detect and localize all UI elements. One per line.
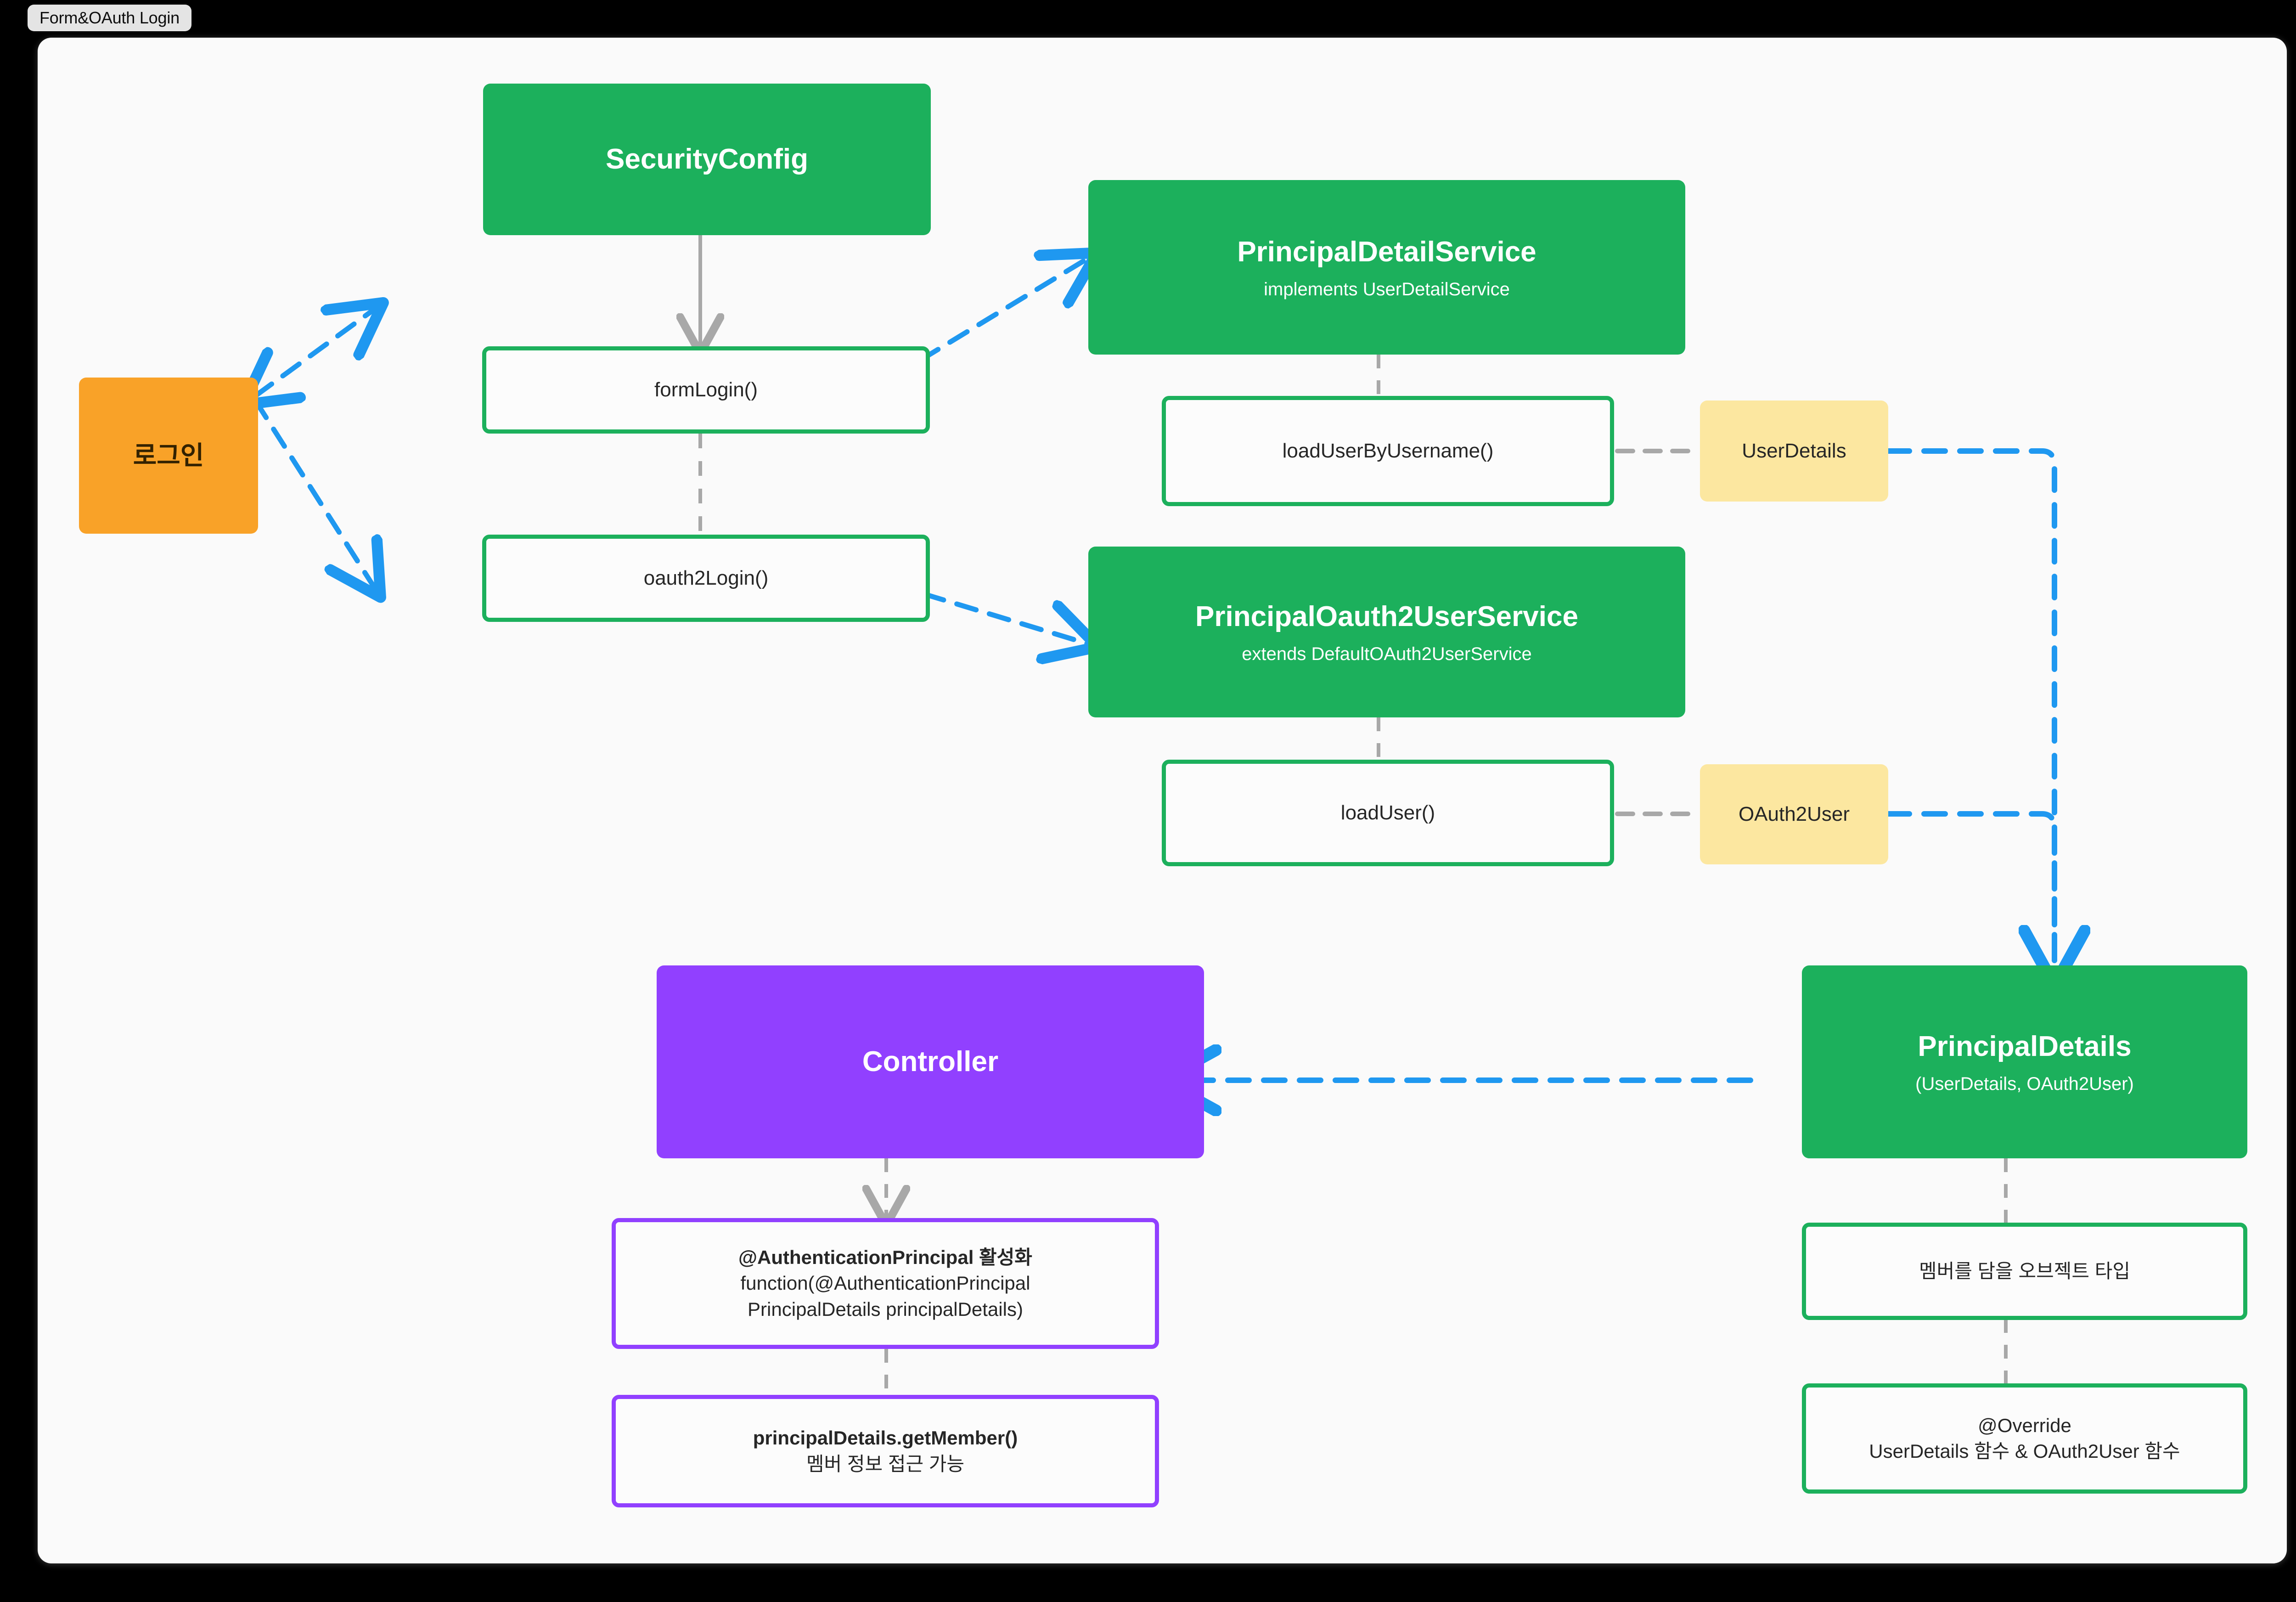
node-override-functions-subtitle: UserDetails 함수 & OAuth2User 함수 — [1869, 1440, 2180, 1462]
window-tab-label: Form&OAuth Login — [39, 8, 180, 27]
node-principal-oauth2-user-service-subtitle: extends DefaultOAuth2UserService — [1242, 643, 1532, 664]
node-principal-oauth2-user-service-title: PrincipalOauth2UserService — [1195, 600, 1578, 632]
node-user-details[interactable]: UserDetails — [1700, 400, 1888, 502]
node-controller[interactable]: Controller — [657, 965, 1204, 1158]
edge-login-to-oauth2login — [253, 398, 375, 589]
node-authentication-principal-line2: PrincipalDetails principalDetails) — [748, 1298, 1023, 1320]
node-get-member-subtitle: 멤버 정보 접근 가능 — [806, 1453, 965, 1475]
node-oauth2-user[interactable]: OAuth2User — [1700, 764, 1888, 864]
node-principal-detail-service-subtitle: implements UserDetailService — [1264, 279, 1510, 299]
node-oauth2-login[interactable]: oauth2Login() — [482, 535, 930, 622]
node-form-login[interactable]: formLogin() — [482, 346, 930, 434]
edge-oauth2user-to-principaldetails — [1885, 811, 2054, 975]
node-security-config[interactable]: SecurityConfig — [483, 84, 931, 235]
node-principal-oauth2-user-service[interactable]: PrincipalOauth2UserService extends Defau… — [1088, 547, 1685, 717]
diagram-canvas[interactable]: 로그인 SecurityConfig formLogin() oauth2Log… — [38, 38, 2287, 1563]
node-authentication-principal-title: @AuthenticationPrincipal 활성화 — [738, 1247, 1032, 1269]
edge-login-to-formlogin — [255, 309, 375, 396]
node-load-user-by-username-title: loadUserByUsername() — [1282, 439, 1494, 462]
node-load-user-by-username[interactable]: loadUserByUsername() — [1162, 396, 1614, 506]
node-override-functions-title: @Override — [1978, 1414, 2071, 1436]
node-load-user-title: loadUser() — [1340, 801, 1435, 824]
node-override-functions[interactable]: @Override UserDetails 함수 & OAuth2User 함수 — [1802, 1383, 2247, 1494]
node-security-config-title: SecurityConfig — [606, 143, 808, 175]
node-load-user[interactable]: loadUser() — [1162, 760, 1614, 866]
node-member-object-type-title: 멤버를 담을 오브젝트 타입 — [1919, 1260, 2131, 1282]
node-principal-details-title: PrincipalDetails — [1918, 1030, 2132, 1062]
node-user-details-title: UserDetails — [1742, 439, 1846, 462]
node-authentication-principal[interactable]: @AuthenticationPrincipal 활성화 function(@A… — [612, 1218, 1159, 1349]
node-form-login-title: formLogin() — [654, 378, 758, 401]
node-principal-detail-service-title: PrincipalDetailService — [1237, 236, 1536, 268]
node-controller-title: Controller — [862, 1046, 999, 1078]
node-principal-detail-service[interactable]: PrincipalDetailService implements UserDe… — [1088, 180, 1685, 355]
node-login[interactable]: 로그인 — [79, 378, 258, 534]
node-get-member[interactable]: principalDetails.getMember() 멤버 정보 접근 가능 — [612, 1395, 1159, 1507]
edge-userdetails-to-principaldetails — [1885, 448, 2054, 975]
node-authentication-principal-line1: function(@AuthenticationPrincipal — [740, 1272, 1030, 1294]
node-oauth2-login-title: oauth2Login() — [643, 566, 769, 589]
node-member-object-type[interactable]: 멤버를 담을 오브젝트 타입 — [1802, 1223, 2247, 1320]
node-login-title: 로그인 — [133, 441, 204, 470]
node-get-member-title: principalDetails.getMember() — [753, 1427, 1018, 1449]
node-principal-details[interactable]: PrincipalDetails (UserDetails, OAuth2Use… — [1802, 965, 2247, 1158]
node-oauth2-user-title: OAuth2User — [1738, 802, 1850, 825]
node-principal-details-subtitle: (UserDetails, OAuth2User) — [1915, 1073, 2134, 1094]
window-tab[interactable]: Form&OAuth Login — [28, 5, 191, 31]
